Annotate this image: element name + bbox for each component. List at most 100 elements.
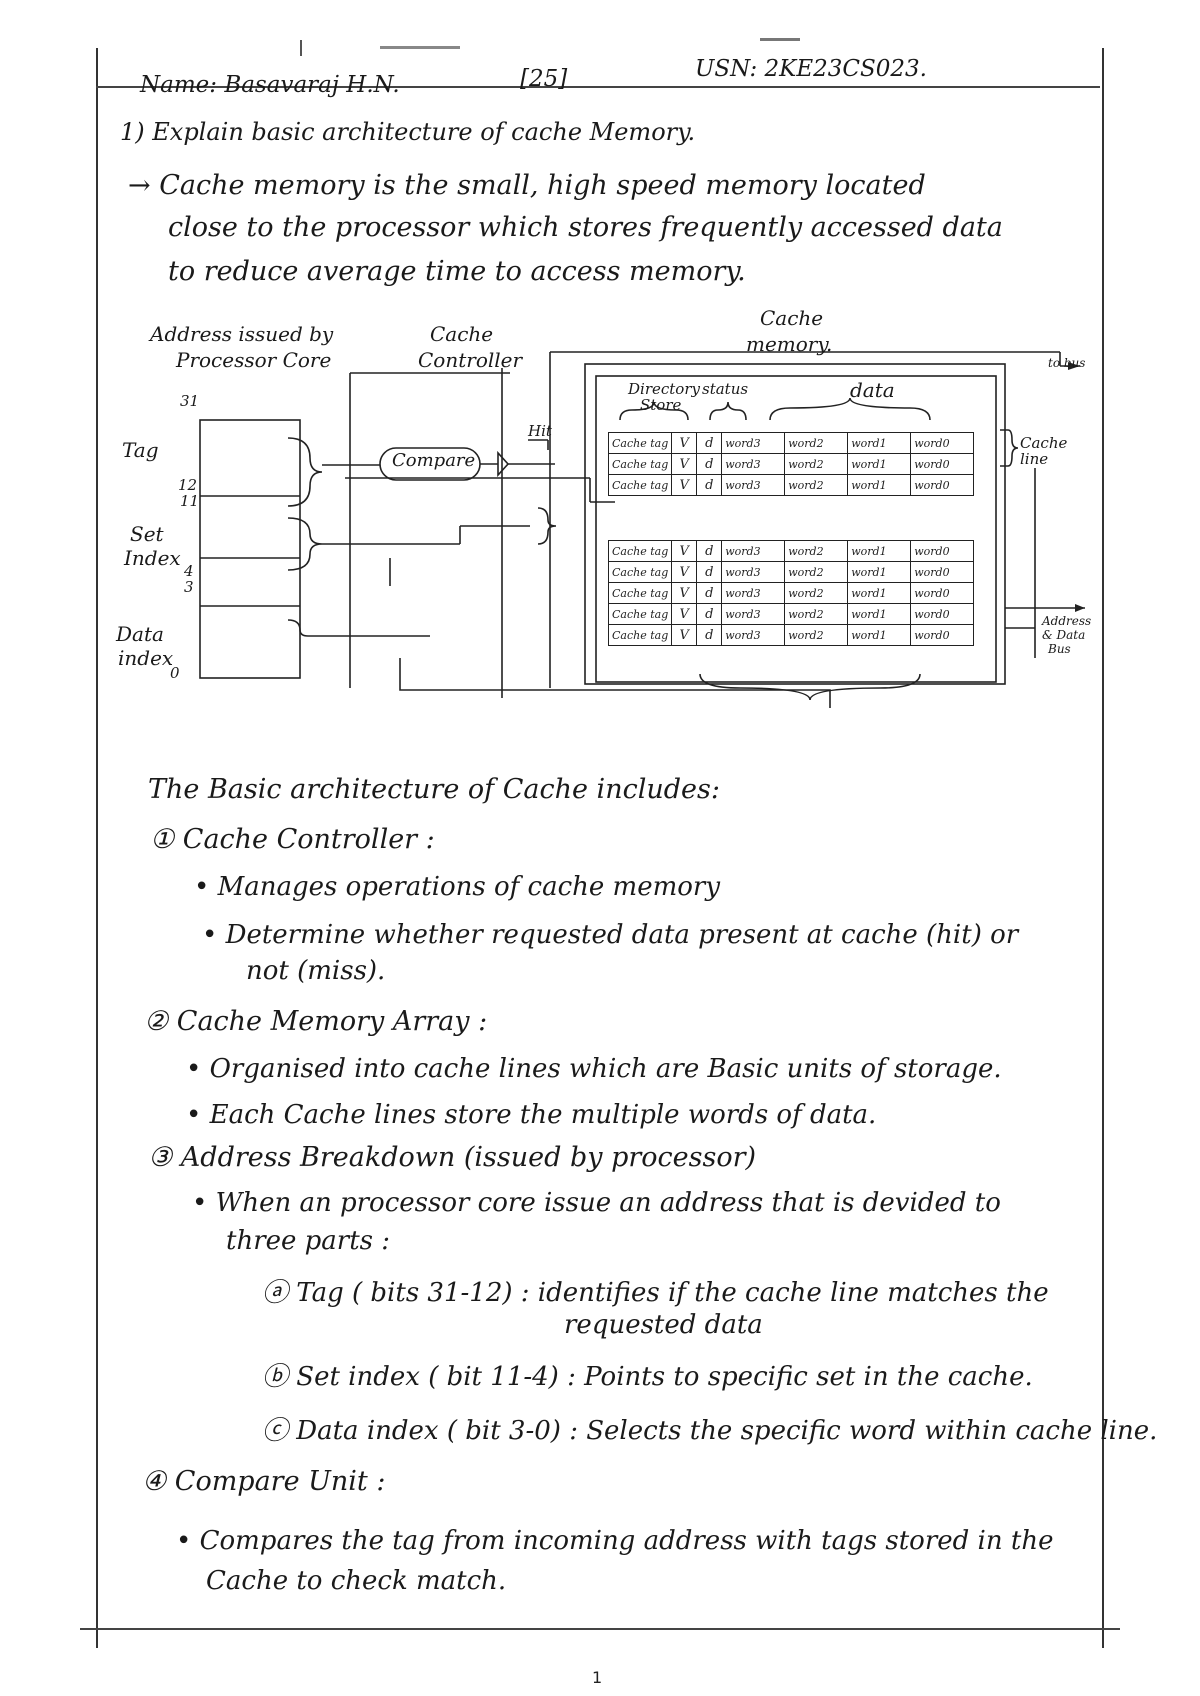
diagram-lines: [199, 351, 1085, 708]
word-cell: word0: [910, 582, 975, 604]
scan-mark: [380, 46, 460, 49]
word-cell: word0: [910, 603, 975, 625]
dirty-bit-cell: d: [696, 474, 723, 496]
address-register: [199, 419, 301, 679]
cache-tag-cell: Cache tag: [607, 453, 673, 475]
word-cell: word2: [784, 582, 849, 604]
hit-label: Hit: [528, 422, 552, 440]
valid-bit-cell: V: [671, 582, 698, 604]
page-frame: [96, 48, 1104, 1648]
word-cell: word0: [910, 540, 975, 562]
scan-mark: [300, 40, 302, 56]
page-number: 1: [592, 1668, 603, 1687]
cache-tag-cell: Cache tag: [607, 603, 673, 625]
word-cell: word2: [784, 561, 849, 583]
bit-3: 3: [184, 578, 194, 596]
bullet-item-cont: Cache to check match.: [206, 1566, 507, 1596]
dirty-bit-cell: d: [696, 561, 723, 583]
word-cell: word0: [910, 432, 975, 454]
cache-tag-cell: Cache tag: [607, 624, 673, 646]
cache-tag-cell: Cache tag: [607, 561, 673, 583]
dirty-bit-cell: d: [696, 582, 723, 604]
header-rule: [96, 86, 1100, 88]
data-brace-top: [769, 397, 931, 421]
valid-bit-cell: V: [671, 453, 698, 475]
status-brace: [709, 401, 747, 421]
question-title: 1) Explain basic architecture of cache M…: [120, 118, 696, 146]
data-label: data: [850, 378, 895, 402]
footer-rule: [80, 1628, 1120, 1630]
word-cell: word1: [847, 474, 912, 496]
sub-item: ⓑ Set index ( bit 11-4) : Points to spec…: [262, 1362, 1033, 1392]
cache-memory-label: Cache: [760, 306, 824, 330]
dirty-bit-cell: d: [696, 453, 723, 475]
dirty-bit-cell: d: [696, 603, 723, 625]
bit-4: 4: [184, 562, 194, 580]
word-cell: word3: [721, 540, 786, 562]
sub-item: ⓐ Tag ( bits 31-12) : identifies if the …: [262, 1278, 1049, 1308]
word-cell: word3: [721, 561, 786, 583]
bit-12: 12: [178, 476, 198, 494]
word-cell: word2: [784, 474, 849, 496]
word-cell: word2: [784, 453, 849, 475]
word-cell: word1: [847, 603, 912, 625]
word-cell: word1: [847, 540, 912, 562]
address-issued-label: Address issued by: [150, 322, 334, 346]
bottom-brace: [699, 673, 921, 701]
definition-line: to reduce average time to access memory.: [168, 256, 746, 287]
set-index-label: Index: [124, 546, 181, 570]
bullet-item-cont: three parts :: [226, 1226, 391, 1256]
bit-0: 0: [170, 664, 180, 682]
bullet-item: • Manages operations of cache memory: [194, 872, 721, 902]
valid-bit-cell: V: [671, 474, 698, 496]
cache-line-label: line: [1020, 450, 1049, 468]
word-cell: word3: [721, 603, 786, 625]
bottom-path: [399, 658, 831, 708]
tag-brace: [287, 437, 323, 507]
cache-tag-cell: Cache tag: [607, 540, 673, 562]
data-index-label: Data: [116, 622, 164, 646]
cache-tag-cell: Cache tag: [607, 432, 673, 454]
bit-11: 11: [180, 492, 200, 510]
word-cell: word3: [721, 474, 786, 496]
word-cell: word2: [784, 540, 849, 562]
cache-tag-cell: Cache tag: [607, 474, 673, 496]
definition-line: → Cache memory is the small, high speed …: [128, 170, 926, 201]
word-cell: word2: [784, 624, 849, 646]
cache-line-label: Cache: [1020, 434, 1068, 452]
processor-core-label: Processor Core: [176, 348, 332, 372]
student-name: Name: Basavaraj H.N.: [140, 72, 400, 98]
cache-architecture-diagram: Address issued by Processor Core Cache C…: [116, 306, 1092, 788]
word-cell: word3: [721, 582, 786, 604]
set-index-label: Set: [130, 522, 164, 546]
directory-brace: [619, 401, 689, 421]
bus-label: Address: [1042, 614, 1092, 628]
word-cell: word0: [910, 474, 975, 496]
cache-memory-box: [584, 363, 1006, 685]
dirty-bit-cell: d: [696, 624, 723, 646]
word-cell: word3: [721, 453, 786, 475]
bus-label: Bus: [1048, 642, 1071, 656]
bullet-item: • Determine whether requested data prese…: [202, 920, 1019, 950]
set-brace: [287, 517, 323, 571]
valid-bit-cell: V: [671, 432, 698, 454]
bullet-item: • When an processor core issue an addres…: [192, 1188, 1001, 1218]
section-heading: ② Cache Memory Array :: [144, 1006, 488, 1037]
word-cell: word1: [847, 432, 912, 454]
line-brace: [1000, 429, 1019, 467]
bus-label: & Data: [1042, 628, 1086, 642]
cache-tag-cell: Cache tag: [607, 582, 673, 604]
store-label: Store: [640, 396, 682, 414]
sub-item: ⓒ Data index ( bit 3-0) : Selects the sp…: [262, 1416, 1158, 1446]
bullet-item: • Compares the tag from incoming address…: [176, 1526, 1054, 1556]
dirty-bit-cell: d: [696, 540, 723, 562]
marks: [25]: [520, 66, 568, 92]
section-heading: ① Cache Controller :: [150, 824, 435, 855]
compare-label: Compare: [392, 450, 476, 471]
